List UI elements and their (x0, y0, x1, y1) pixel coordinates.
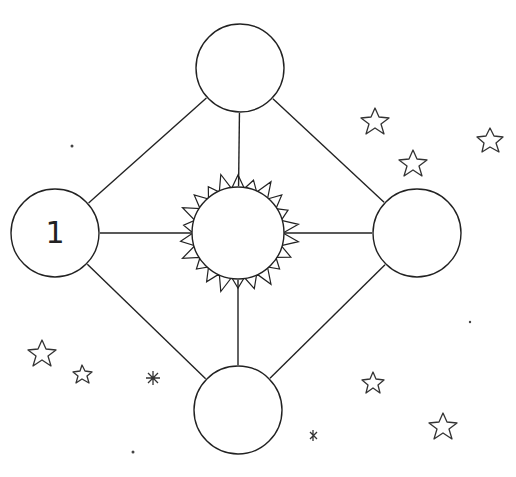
star (362, 372, 384, 393)
connector-line (87, 264, 205, 378)
star (28, 340, 56, 366)
number-circle (195, 23, 285, 113)
connector-line (100, 232, 191, 233)
connector-line (270, 265, 385, 379)
node-number: 1 (45, 218, 64, 248)
connector-line (238, 113, 240, 186)
sun-rays (181, 175, 299, 292)
star (477, 128, 503, 152)
sparkle (310, 430, 317, 441)
circle-outline (195, 23, 285, 113)
star (429, 413, 457, 439)
sun-circle (191, 186, 285, 280)
connector-line (273, 99, 384, 203)
number-circle (193, 365, 283, 455)
connector-line (237, 280, 238, 365)
number-circle (372, 188, 462, 278)
sparkle (146, 371, 160, 385)
circle-outline (372, 188, 462, 278)
connector-line (89, 98, 207, 203)
star (399, 150, 427, 176)
connector-line (285, 232, 372, 233)
circle-outline (191, 186, 285, 280)
number-circle: 1 (10, 188, 100, 278)
star (361, 108, 389, 134)
star (73, 365, 92, 383)
circle-outline (193, 365, 283, 455)
